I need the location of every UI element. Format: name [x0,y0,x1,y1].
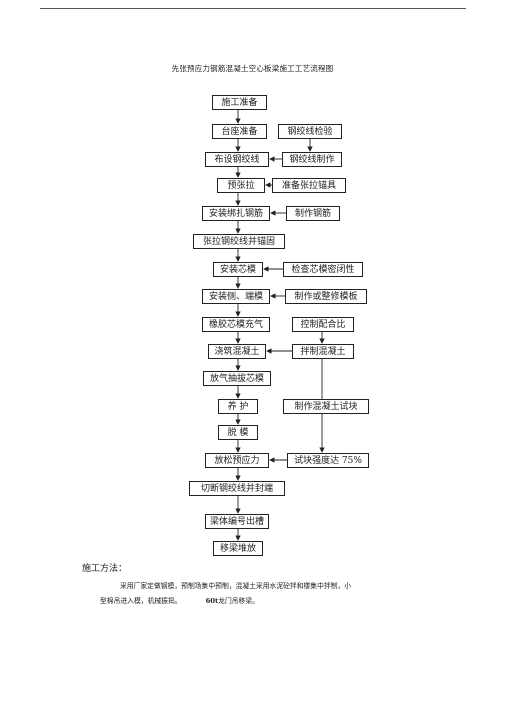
step-cut-strands: 切断钢绞线并封端 [189,481,285,496]
step-control-mix: 控制配合比 [292,317,354,332]
step-prepare-anchors: 准备张拉锚具 [272,178,346,193]
step-pour-concrete: 浇筑混凝土 [208,344,266,359]
step-mix-concrete: 拌制混凝土 [292,344,354,359]
step-strand-inspection: 钢绞线检验 [278,124,342,139]
method-line-2-end: 龙门吊移梁。 [218,597,259,605]
step-number-beam: 梁体编号出槽 [205,514,269,529]
step-inflate-core: 橡胶芯模充气 [202,317,270,332]
step-make-rebar: 制作钢筋 [286,206,340,221]
step-install-side-end-mold: 安装侧、端模 [202,289,270,304]
method-line-1: 采用厂家定做钢模，预制场集中预制，混凝土采用水泥砼拌和楼集中拌制，小 [120,582,352,590]
step-install-core-mold: 安装芯模 [213,262,263,277]
step-make-repair-mold: 制作或整修模板 [285,289,367,304]
step-pedestal-prep: 台座准备 [212,124,267,139]
step-move-stack: 移梁堆放 [213,541,263,556]
step-install-rebar: 安装绑扎钢筋 [202,206,270,221]
flowchart-connectors [235,110,325,541]
method-line-2: 型棉吊进入模，机械振捣。 [100,597,182,605]
step-cube-strength: 试块强度达 75% [287,453,369,468]
step-construction-prep: 施工准备 [212,95,267,110]
step-demold: 脱 模 [218,425,258,440]
step-make-test-cubes: 制作混凝土试块 [283,399,369,414]
method-crane-tonnage: 60t [205,597,219,605]
step-check-core-seal: 检查芯模密闭性 [283,262,363,277]
step-strand-fabrication: 钢绞线制作 [282,152,342,167]
step-lay-strands: 布设钢绞线 [205,152,269,167]
header-rule [40,8,466,9]
method-heading: 施工方法： [82,564,128,574]
diagram-title: 先张预应力钢筋混凝土空心板梁施工工艺流程图 [171,64,334,73]
step-deflate-core: 放气抽拔芯模 [203,371,271,386]
step-pre-tension: 预张拉 [217,178,265,193]
step-tension-anchor: 张拉钢绞线并锚固 [193,234,285,249]
method-description: 采用厂家定做钢模，预制场集中预制，混凝土采用水泥砼拌和楼集中拌制，小 型棉吊进入… [82,579,412,609]
step-curing: 养 护 [218,399,258,414]
step-release-prestress: 放松预应力 [205,453,269,468]
